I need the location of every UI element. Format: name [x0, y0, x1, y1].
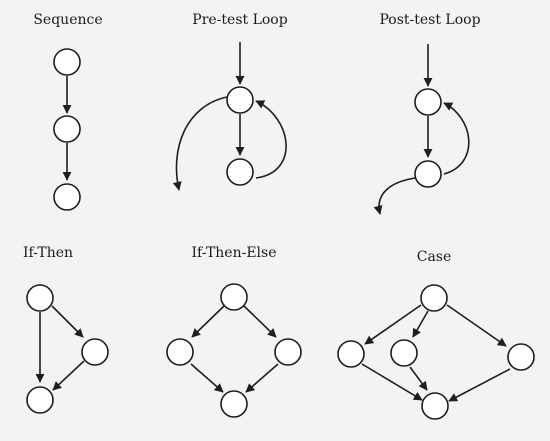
- sequence-node-1: [53, 48, 81, 76]
- if-then-else-else-node: [274, 338, 302, 366]
- sequence-title: Sequence: [33, 12, 102, 28]
- sequence-node-2: [53, 115, 81, 143]
- pretest-condition-node: [226, 86, 254, 114]
- sequence-diagram: Sequence: [33, 12, 103, 211]
- posttest-loop-back-edge: [443, 102, 470, 175]
- posttest-body-node: [414, 88, 442, 116]
- if-then-else-diagram: If-Then-Else: [166, 245, 302, 418]
- posttest-loop-diagram: Post-test Loop: [373, 12, 481, 215]
- case-option-1-node: [337, 340, 365, 368]
- if-then-else-title: If-Then-Else: [192, 245, 277, 261]
- pretest-loop-title: Pre-test Loop: [192, 12, 287, 28]
- case-diagram: Case: [337, 249, 535, 420]
- if-then-else-then-edge: [191, 305, 225, 338]
- if-then-condition-node: [26, 284, 54, 312]
- case-option-3-node: [507, 343, 535, 371]
- sequence-node-3: [53, 183, 81, 211]
- pretest-loop-back-edge: [255, 100, 287, 179]
- if-then-else-else-edge: [243, 305, 277, 338]
- posttest-condition-node: [414, 160, 442, 188]
- if-then-action-node: [81, 338, 109, 366]
- if-then-else-join-right-edge: [245, 363, 279, 393]
- case-join-2-edge: [409, 366, 428, 391]
- if-then-diagram: If-Then: [23, 245, 109, 414]
- if-then-true-edge: [51, 305, 84, 338]
- posttest-loop-title: Post-test Loop: [379, 12, 480, 28]
- if-then-join-node: [26, 386, 54, 414]
- if-then-else-join-node: [220, 390, 248, 418]
- if-then-else-then-node: [166, 338, 194, 366]
- case-join-1-edge: [361, 363, 423, 401]
- posttest-exit-edge: [373, 177, 416, 215]
- case-join-node: [421, 392, 449, 420]
- case-title: Case: [417, 249, 452, 265]
- case-branch-2-edge: [412, 310, 429, 338]
- case-option-2-node: [390, 339, 418, 367]
- pretest-body-node: [226, 158, 254, 186]
- if-then-title: If-Then: [23, 245, 73, 261]
- case-join-3-edge: [448, 368, 511, 402]
- if-then-join-edge: [52, 360, 85, 391]
- if-then-else-join-left-edge: [190, 363, 224, 393]
- pretest-loop-diagram: Pre-test Loop: [172, 12, 288, 191]
- case-branch-1-edge: [364, 304, 422, 345]
- case-branch-3-edge: [446, 304, 507, 347]
- case-selector-node: [420, 284, 448, 312]
- pretest-exit-edge: [172, 96, 228, 191]
- if-then-else-condition-node: [220, 283, 248, 311]
